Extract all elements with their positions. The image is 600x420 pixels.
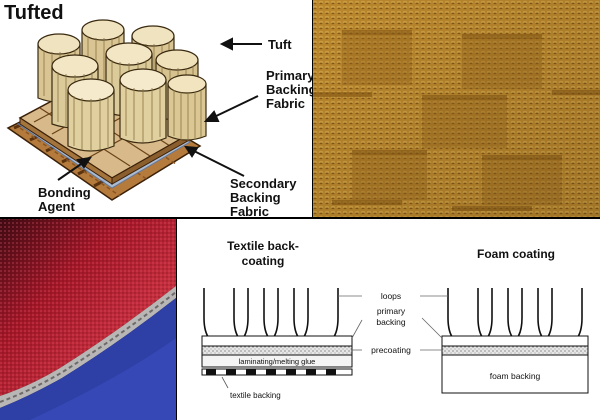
textile-backcoating-title: Textile back- coating bbox=[227, 239, 299, 268]
precoating-layer bbox=[201, 345, 353, 356]
textile-backcoating-cross-section: laminating/melting glue textile backing bbox=[201, 288, 353, 400]
svg-text:coating: coating bbox=[242, 254, 285, 268]
svg-text:Secondary: Secondary bbox=[230, 176, 297, 191]
primary-backing-label: Primary Backing Fabric bbox=[266, 68, 312, 111]
svg-text:Fabric: Fabric bbox=[230, 204, 269, 218]
tufted-illustration-panel: Tufted bbox=[0, 0, 312, 218]
tuft-bundle bbox=[119, 68, 167, 144]
primary-backing-layer bbox=[201, 335, 353, 347]
precoating-label: precoating bbox=[371, 345, 411, 355]
tuft-label: Tuft bbox=[268, 37, 292, 52]
coating-diagram-panel: Textile back- coating Foam coating lamin… bbox=[176, 218, 600, 420]
svg-text:Bonding: Bonding bbox=[38, 185, 91, 200]
svg-text:Primary: Primary bbox=[266, 68, 312, 83]
svg-text:primary: primary bbox=[377, 306, 406, 316]
secondary-backing-label: Secondary Backing Fabric bbox=[230, 176, 297, 218]
svg-text:backing: backing bbox=[376, 317, 406, 327]
loops-label: loops bbox=[381, 291, 401, 301]
tuft-bundle bbox=[167, 74, 207, 141]
svg-text:Backing: Backing bbox=[230, 190, 281, 205]
textile-backing-label: textile backing bbox=[230, 391, 281, 400]
svg-text:Fabric: Fabric bbox=[266, 96, 305, 111]
laminating-glue-label: laminating/melting glue bbox=[239, 357, 316, 366]
panel-divider bbox=[312, 0, 313, 218]
coating-diagram: Textile back- coating Foam coating lamin… bbox=[201, 239, 589, 400]
carpet-edge-photo bbox=[0, 218, 176, 420]
primary-backing-label: primary backing bbox=[376, 306, 406, 327]
panel-divider bbox=[176, 218, 177, 420]
svg-text:Agent: Agent bbox=[38, 199, 76, 214]
textile-backing-layer bbox=[201, 368, 353, 376]
tuft-bundles bbox=[37, 19, 207, 152]
leader-lines bbox=[338, 295, 448, 351]
tuft-bundle bbox=[67, 78, 115, 152]
foam-backing-label: foam backing bbox=[490, 371, 541, 381]
laminating-glue-layer bbox=[201, 354, 353, 368]
foam-coating-cross-section: foam backing bbox=[441, 288, 589, 394]
foam-backing-layer bbox=[441, 354, 589, 394]
carpet-texture-photo bbox=[312, 0, 600, 218]
bonding-agent-label: Bonding Agent bbox=[38, 185, 91, 214]
label-arrows bbox=[57, 37, 262, 181]
svg-text:Textile back-: Textile back- bbox=[227, 239, 299, 253]
panel-divider bbox=[0, 217, 600, 219]
tufted-title: Tufted bbox=[4, 2, 64, 24]
foam-coating-title: Foam coating bbox=[477, 247, 555, 261]
tufted-illustration: Tufted bbox=[4, 2, 312, 218]
svg-text:Backing: Backing bbox=[266, 82, 312, 97]
